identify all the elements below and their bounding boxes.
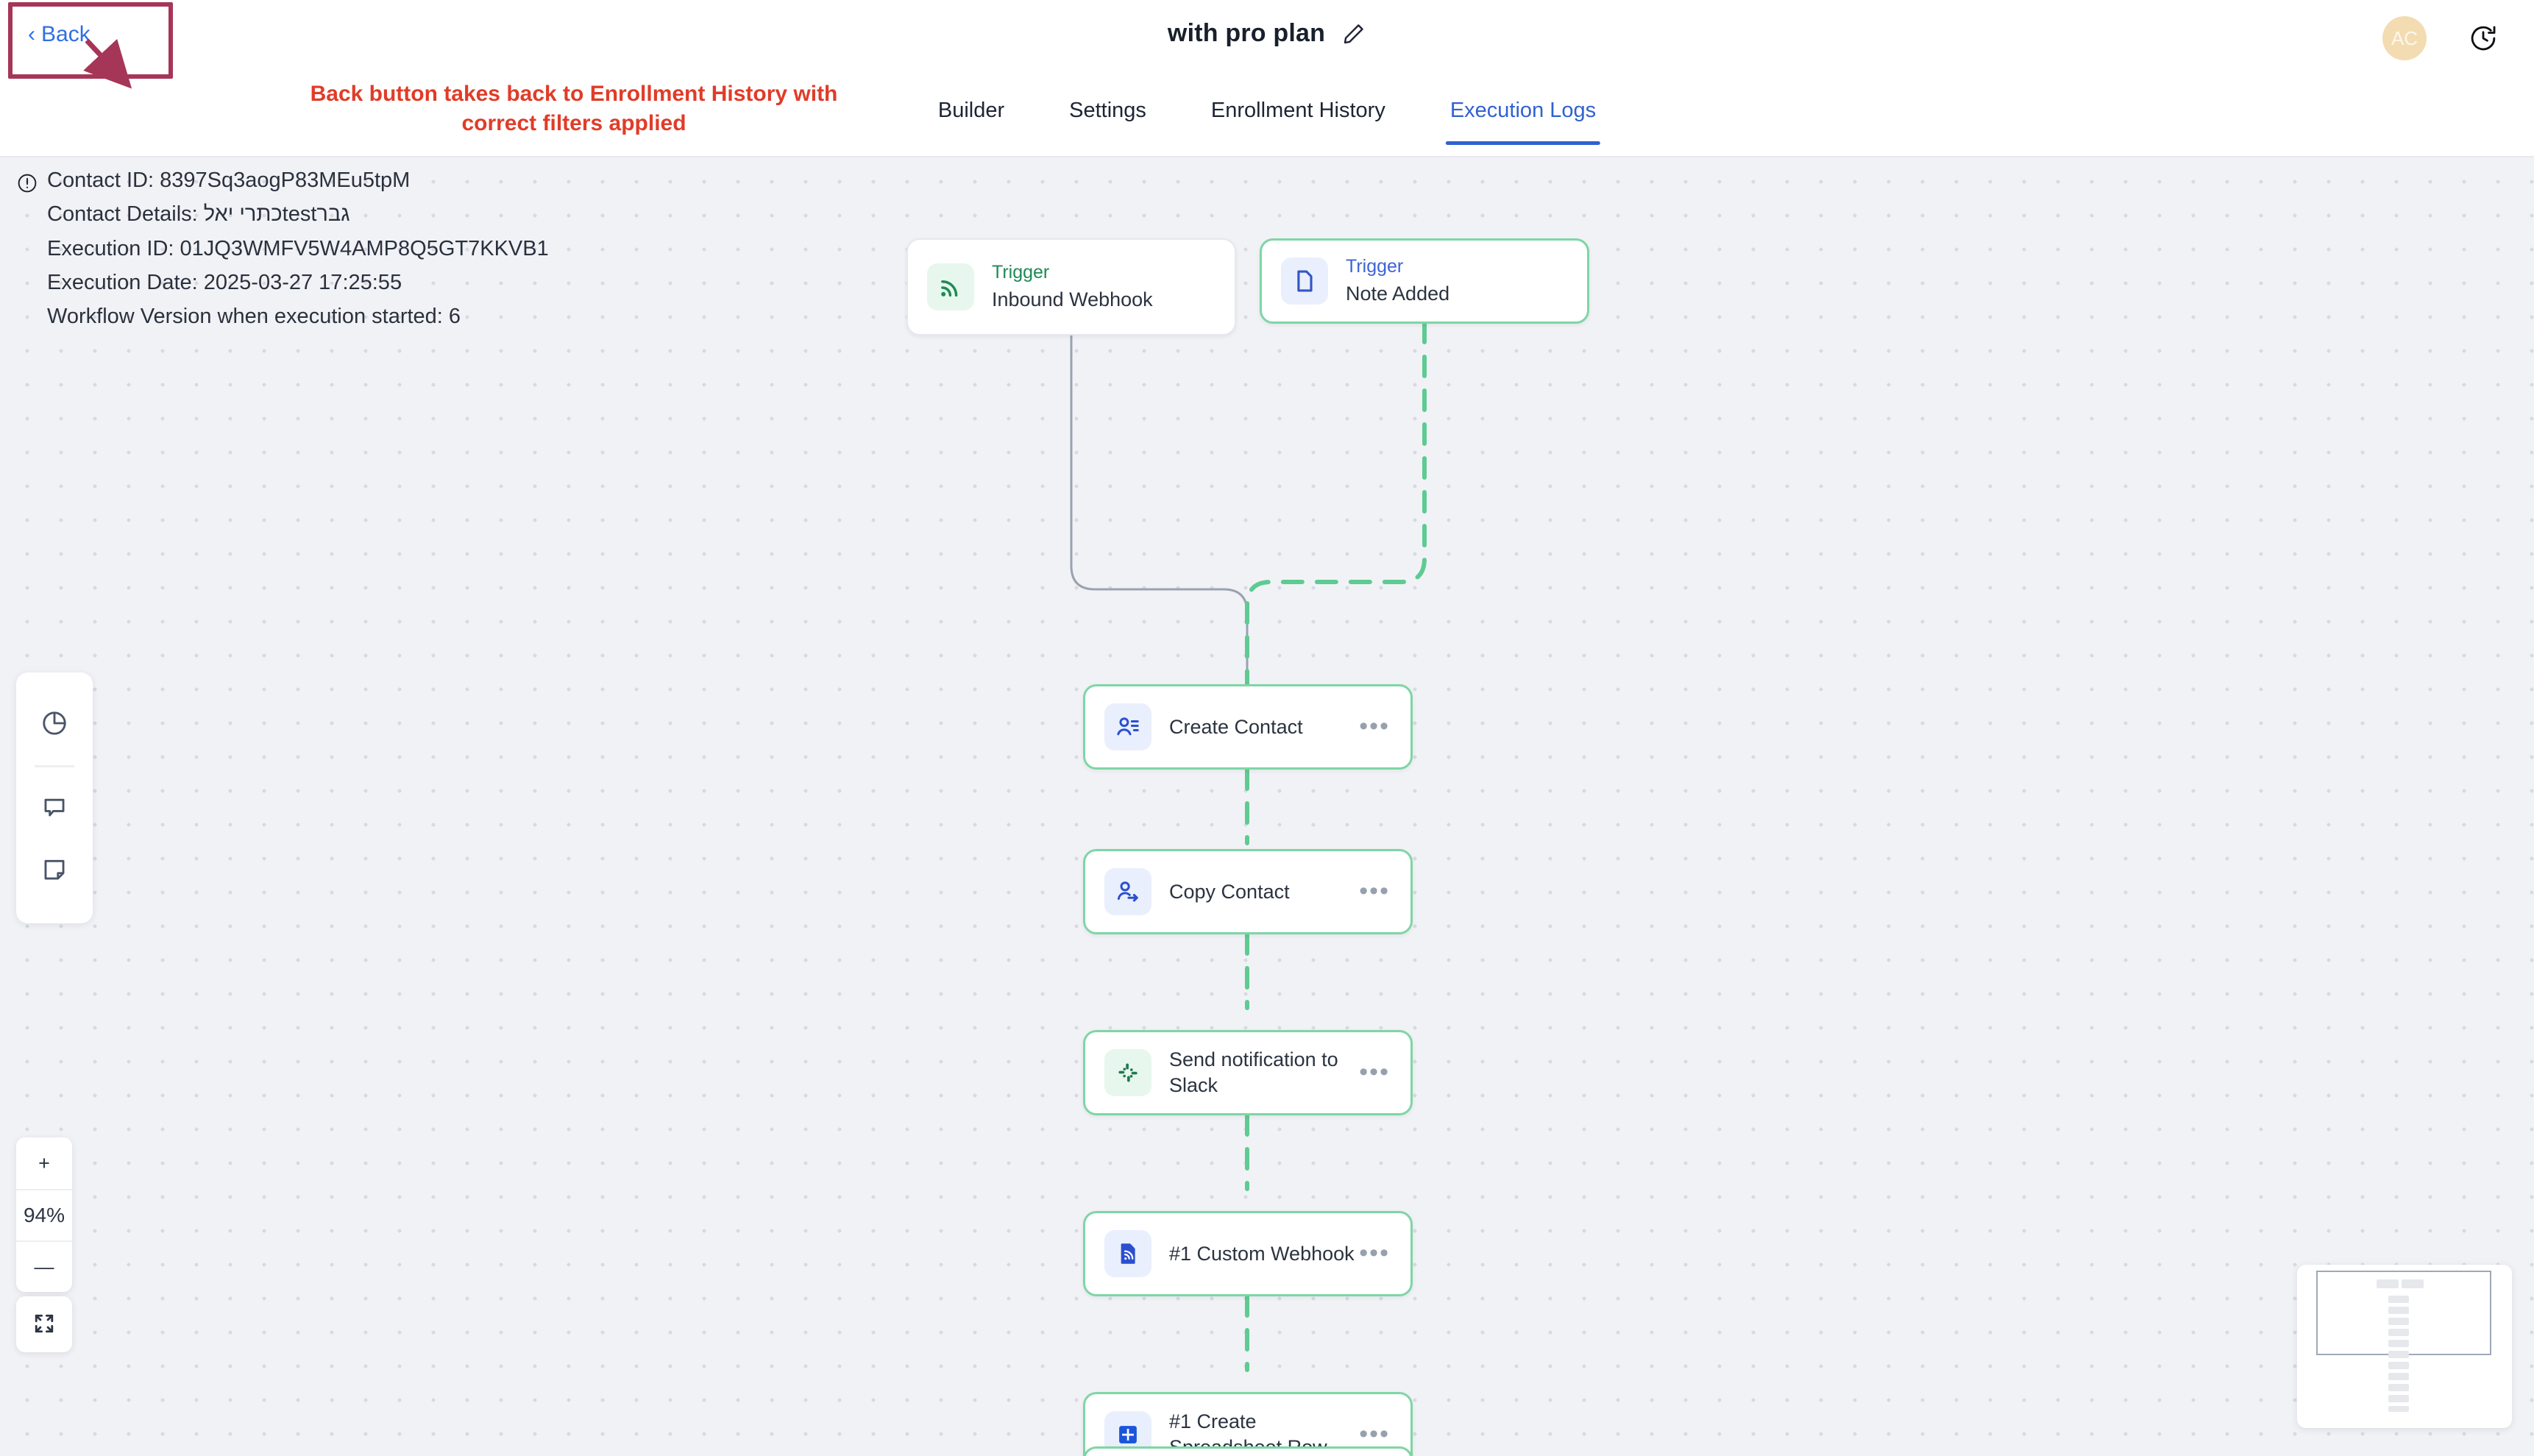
node-create-spreadsheet-row[interactable]: #1 Create Spreadsheet Row ••• <box>1083 1392 1413 1456</box>
note-icon <box>40 856 68 886</box>
minimap-node <box>2377 1279 2399 1288</box>
tab-builder[interactable]: Builder <box>937 99 1005 122</box>
trigger-kind-label: Trigger <box>1346 255 1404 277</box>
node-text-group: Trigger Note Added <box>1346 255 1587 308</box>
node-menu-button[interactable]: ••• <box>1359 877 1390 906</box>
tab-execution-logs[interactable]: Execution Logs <box>1445 99 1601 145</box>
node-trigger-note-added[interactable]: Trigger Note Added <box>1260 238 1589 324</box>
minimap-node <box>2388 1307 2409 1314</box>
rss-webhook-icon <box>927 263 974 310</box>
workflow-canvas[interactable]: Contact ID: 8397Sq3aogP83MEu5tpM Contact… <box>0 157 2534 1456</box>
node-copy-contact[interactable]: Copy Contact ••• <box>1083 849 1413 934</box>
contact-details-line: Contact Details: כתרי יאלtestגבר <box>47 202 350 227</box>
node-text-group: Send notification to Slack <box>1169 1047 1359 1098</box>
zoom-out-button[interactable]: — <box>16 1240 72 1292</box>
avatar[interactable]: AC <box>2382 16 2427 60</box>
tab-enrollment-history[interactable]: Enrollment History <box>1210 99 1385 122</box>
node-menu-button[interactable]: ••• <box>1359 1420 1390 1449</box>
execution-details-lines: Contact ID: 8397Sq3aogP83MEu5tpM Contact… <box>47 166 549 330</box>
annotation-line-2: correct filters applied <box>461 110 686 135</box>
node-text-group: Create Contact <box>1169 714 1359 740</box>
contact-add-icon <box>1104 703 1151 750</box>
contact-copy-icon <box>1104 868 1151 915</box>
pie-chart-icon <box>40 709 68 739</box>
node-title: #1 Custom Webhook <box>1169 1242 1355 1265</box>
node-menu-button[interactable]: ••• <box>1359 712 1390 741</box>
minimap-node <box>2388 1384 2409 1391</box>
chevron-left-icon: ‹ <box>28 22 35 46</box>
minimap-node <box>2388 1296 2409 1303</box>
node-text-group: #1 Custom Webhook <box>1169 1241 1359 1267</box>
minimap-node <box>2388 1395 2409 1402</box>
minimap-node <box>2388 1406 2409 1412</box>
zoom-level-label: 94% <box>16 1189 72 1240</box>
fit-to-screen-button[interactable] <box>16 1296 72 1352</box>
header-actions: AC <box>2382 16 2499 60</box>
trigger-name-label: Note Added <box>1346 283 1450 305</box>
node-title: Send notification to Slack <box>1169 1048 1338 1096</box>
back-button-label: Back <box>41 22 90 46</box>
node-title: Create Contact <box>1169 715 1303 738</box>
node-text-group: Trigger Inbound Webhook <box>992 260 1235 313</box>
minimap-node <box>2388 1318 2409 1325</box>
fit-screen-icon <box>32 1311 57 1338</box>
note-file-icon <box>1281 258 1328 305</box>
execution-date-line: Execution Date: 2025-03-27 17:25:55 <box>47 270 402 294</box>
edge-layer <box>1070 321 1427 1449</box>
node-menu-button[interactable]: ••• <box>1359 1239 1390 1268</box>
webhook-doc-icon <box>1104 1230 1151 1277</box>
minimap-node <box>2388 1329 2409 1336</box>
canvas-minimap[interactable] <box>2297 1265 2512 1428</box>
node-layer: Trigger Inbound Webhook Trigger Note Add… <box>0 157 2534 1456</box>
node-title: Copy Contact <box>1169 880 1290 903</box>
analytics-button[interactable] <box>16 693 93 755</box>
zoom-control-group: + 94% — <box>16 1137 72 1292</box>
canvas-tool-panel <box>16 672 93 923</box>
slack-icon <box>1104 1049 1151 1096</box>
minimap-node <box>2388 1351 2409 1358</box>
node-send-slack-notification[interactable]: Send notification to Slack ••• <box>1083 1030 1413 1115</box>
annotation-line-1: Back button takes back to Enrollment His… <box>310 82 838 106</box>
comments-button[interactable] <box>16 778 93 839</box>
tab-list: Builder Settings Enrollment History Exec… <box>934 99 1601 145</box>
tool-divider <box>35 765 74 767</box>
zoom-in-button[interactable]: + <box>16 1137 72 1189</box>
trigger-kind-label: Trigger <box>992 261 1050 283</box>
workflow-version-line: Workflow Version when execution started:… <box>47 305 461 329</box>
clock-rotate-icon[interactable] <box>2468 23 2499 54</box>
node-trigger-inbound-webhook[interactable]: Trigger Inbound Webhook <box>906 238 1236 335</box>
node-text-group: Copy Contact <box>1169 879 1359 905</box>
annotation-text: Back button takes back to Enrollment His… <box>243 79 905 138</box>
node-create-contact[interactable]: Create Contact ••• <box>1083 684 1413 770</box>
minimap-node <box>2388 1340 2409 1347</box>
back-button[interactable]: ‹ Back <box>28 22 90 47</box>
trigger-name-label: Inbound Webhook <box>992 288 1153 311</box>
workflow-tab-bar: Builder Settings Enrollment History Exec… <box>0 79 2534 157</box>
node-next-partial[interactable] <box>1083 1446 1413 1456</box>
node-custom-webhook[interactable]: #1 Custom Webhook ••• <box>1083 1211 1413 1296</box>
execution-id-line: Execution ID: 01JQ3WMFV5W4AMP8Q5GT7KKVB1 <box>47 236 549 260</box>
node-menu-button[interactable]: ••• <box>1359 1058 1390 1087</box>
tab-settings[interactable]: Settings <box>1069 99 1146 122</box>
comment-icon <box>40 794 68 824</box>
contact-id-line: Contact ID: 8397Sq3aogP83MEu5tpM <box>47 168 411 192</box>
alert-circle-icon <box>16 172 38 194</box>
notes-button[interactable] <box>16 839 93 901</box>
workflow-title-group: with pro plan <box>1168 19 1366 48</box>
execution-details-panel: Contact ID: 8397Sq3aogP83MEu5tpM Contact… <box>16 166 549 330</box>
minimap-node <box>2402 1279 2424 1288</box>
top-header-bar: ‹ Back with pro plan AC <box>0 0 2534 79</box>
page-title: with pro plan <box>1167 19 1326 47</box>
minimap-node <box>2388 1373 2409 1380</box>
pencil-icon[interactable] <box>1341 21 1366 46</box>
minimap-node <box>2388 1362 2409 1369</box>
